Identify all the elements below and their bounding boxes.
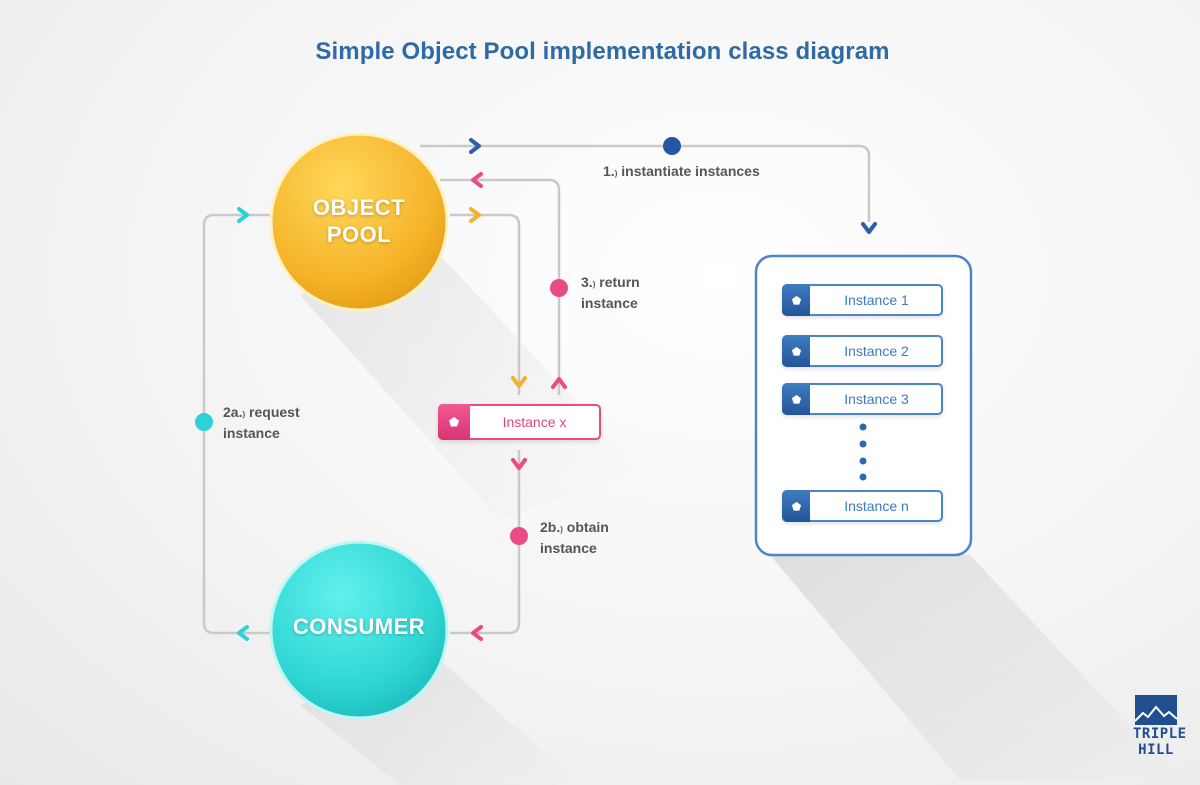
step-3-line1: return <box>599 274 640 290</box>
instance-item-3: Instance 3 <box>782 383 943 415</box>
step-2a-line1: request <box>249 404 300 420</box>
instance-item-n: Instance n <box>782 490 943 522</box>
logo-text-line2: HILL <box>1138 742 1174 758</box>
step-3-label: 3.) return instance <box>581 273 640 312</box>
triple-hill-logo-icon <box>1135 695 1177 725</box>
pool-shadow <box>300 255 640 520</box>
ellipsis-dot <box>859 457 867 465</box>
step-2b-label: 2b.) obtain instance <box>540 518 609 557</box>
consumer-label: CONSUMER <box>292 614 426 639</box>
step-1-sub: ) <box>614 169 618 178</box>
step-2b-line2: instance <box>540 540 597 556</box>
instance-item-tab <box>782 335 810 367</box>
chevron-down-icon <box>511 376 527 388</box>
instance-item-label: Instance 2 <box>844 343 909 359</box>
chevron-right-icon <box>237 207 249 223</box>
instance-item-2: Instance 2 <box>782 335 943 367</box>
step-2b-dot <box>510 527 528 545</box>
instance-item-label: Instance n <box>844 498 909 514</box>
instance-x-tab <box>438 404 470 440</box>
step-1-dot <box>663 137 681 155</box>
chevron-right-icon <box>469 207 481 223</box>
step-3-sub: ) <box>592 280 596 289</box>
step-3-num: 3. <box>581 274 593 290</box>
chevron-right-icon <box>469 138 481 154</box>
instance-x-label: Instance x <box>502 414 567 430</box>
connector-return <box>440 178 561 395</box>
step-2a-line2: instance <box>223 425 280 441</box>
chevron-left-icon <box>471 625 483 641</box>
object-pool-label: OBJECT POOL <box>279 194 439 248</box>
object-pool-node <box>269 132 449 312</box>
step-2b-sub: ) <box>560 525 563 534</box>
step-1-text: instantiate instances <box>621 163 760 179</box>
pentagon-icon <box>791 295 801 305</box>
pentagon-icon <box>791 501 801 511</box>
logo-text-line1: TRIPLE <box>1133 726 1187 742</box>
instance-item-label: Instance 1 <box>844 292 909 308</box>
instance-item-1: Instance 1 <box>782 284 943 316</box>
diagram-title: Simple Object Pool implementation class … <box>315 38 890 65</box>
step-1-num: 1. <box>603 163 615 179</box>
chevron-left-icon <box>237 625 249 641</box>
chevron-up-icon <box>551 377 567 389</box>
instance-x-box: Instance x <box>438 404 601 440</box>
chevron-down-icon <box>861 222 877 234</box>
step-2b-num: 2b. <box>540 519 561 535</box>
step-1-label: 1.) instantiate instances <box>603 162 760 183</box>
connector-pool-to-instance <box>450 213 521 395</box>
connector-obtain <box>450 450 521 635</box>
step-3-line2: instance <box>581 295 638 311</box>
ellipsis-dot <box>859 473 867 481</box>
step-3-dot <box>550 279 568 297</box>
object-pool-label-line1: OBJECT <box>312 195 406 220</box>
instance-item-tab <box>782 490 810 522</box>
connector-instantiate <box>420 144 871 222</box>
step-2a-num: 2a. <box>223 404 243 420</box>
instance-item-label: Instance 3 <box>844 391 909 407</box>
pentagon-icon <box>791 346 801 356</box>
consumer-node <box>269 540 449 720</box>
step-2b-line1: obtain <box>566 519 609 535</box>
chevron-left-icon <box>471 172 483 188</box>
pentagon-icon <box>449 417 459 427</box>
instance-item-tab <box>782 284 810 316</box>
panel-shadow <box>770 555 1180 780</box>
ellipsis-dot <box>859 423 867 431</box>
chevron-down-icon <box>511 458 527 470</box>
pentagon-icon <box>791 394 801 404</box>
step-2a-sub: ) <box>242 410 246 419</box>
step-2a-label: 2a.) request instance <box>223 403 300 442</box>
ellipsis-dot <box>859 440 867 448</box>
instance-item-tab <box>782 383 810 415</box>
object-pool-label-line2: POOL <box>326 222 392 247</box>
step-2a-dot <box>195 413 213 431</box>
